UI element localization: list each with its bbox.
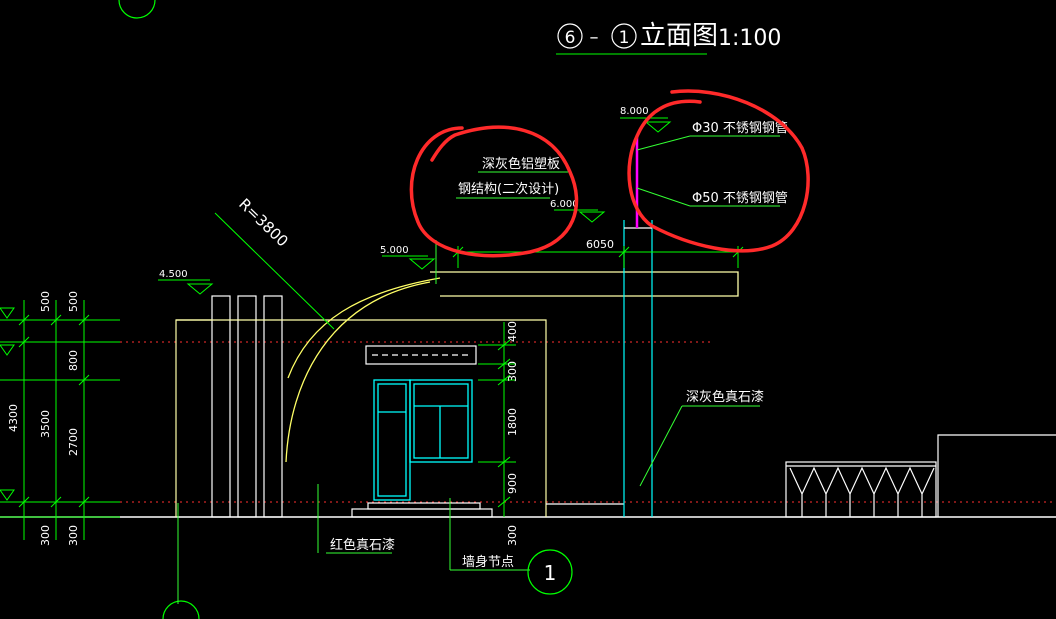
label-pipe-phi50: Φ50 不锈钢钢管	[692, 191, 788, 206]
tower	[546, 220, 653, 517]
window-dimensions	[478, 322, 516, 517]
canopy-slab	[430, 271, 739, 297]
label-pipe-phi30: Φ30 不锈钢钢管	[692, 121, 788, 136]
label-canopy-structure: 钢结构(二次设计)	[458, 181, 559, 197]
dim-inner-2700: 2700	[67, 428, 80, 456]
right-fence	[785, 461, 937, 518]
elevation-top: 8.000	[620, 106, 649, 117]
leaders	[177, 135, 780, 604]
elevation-column: 4.500	[159, 269, 188, 280]
radius-label: R=3800	[235, 195, 292, 250]
transom-window	[365, 345, 477, 365]
label-wall-node: 墙身节点	[462, 554, 514, 570]
elevation-texts: 8.000 6.000 5.000 4.500	[159, 106, 649, 280]
dim-middle-bottom: 300	[67, 525, 80, 546]
title-text: 立面图	[640, 21, 718, 51]
title-circle-right-text: 1	[619, 28, 630, 48]
drawing-title: 6 – 1 立面图 1:100	[556, 21, 781, 55]
column-2	[237, 295, 257, 518]
left-dimensions	[0, 300, 120, 540]
label-stone-paint-red: 红色真石漆	[330, 537, 395, 553]
canopy-arc-inner	[287, 277, 441, 379]
left-dimension-texts: 500 4300 300 500 3500 300 800 2700	[7, 291, 80, 546]
main-wall	[175, 319, 547, 517]
dim-outer-top: 500	[39, 291, 52, 312]
axis-bubble-bottom	[162, 600, 200, 619]
dim-outer-bottom: 300	[39, 525, 52, 546]
columns	[211, 295, 283, 518]
window-dim-300-upper: 300	[506, 361, 519, 382]
label-stone-paint-grey: 深灰色真石漆	[686, 389, 764, 405]
dim-middle-mid: 3500	[39, 410, 52, 438]
labels: Φ30 不锈钢钢管 Φ50 不锈钢钢管 深灰色铝塑板 钢结构(二次设计) 深灰色…	[330, 121, 788, 570]
label-canopy-panel: 深灰色铝塑板	[482, 156, 560, 172]
red-markup-right	[627, 89, 810, 253]
title-circle-left-text: 6	[565, 28, 576, 48]
red-markups	[409, 89, 810, 258]
window-dim-900: 900	[506, 473, 519, 494]
column-3	[263, 295, 283, 518]
title-dash: –	[590, 27, 599, 48]
axis-bubble-top	[118, 0, 156, 19]
red-markup-left	[409, 125, 579, 258]
dim-inner-800: 800	[67, 350, 80, 371]
window-dim-400: 400	[506, 321, 519, 342]
dim-middle-top: 500	[67, 291, 80, 312]
door-step	[351, 502, 493, 518]
canopy-arc-outer	[285, 281, 431, 463]
window-dimension-texts: 400 300 1800 900 300	[506, 321, 519, 546]
detail-bubble	[527, 549, 573, 595]
radius-leader	[214, 212, 335, 330]
column-1	[211, 295, 231, 518]
door-window	[373, 379, 473, 501]
elevation-mid: 6.000	[550, 199, 579, 210]
window-dim-1800: 1800	[506, 408, 519, 436]
elevation-canopy: 5.000	[380, 245, 409, 256]
dim-outer-mid: 4300	[7, 404, 20, 432]
title-circle-left	[557, 23, 583, 49]
span-text: 6050	[586, 238, 614, 251]
detail-number: 1	[544, 561, 557, 585]
title-scale: 1:100	[718, 26, 781, 51]
title-circle-right	[611, 23, 637, 49]
window-dim-300-lower: 300	[506, 525, 519, 546]
left-elevation-symbols	[0, 307, 15, 501]
elevation-markers	[158, 117, 672, 295]
right-building	[937, 434, 1056, 517]
